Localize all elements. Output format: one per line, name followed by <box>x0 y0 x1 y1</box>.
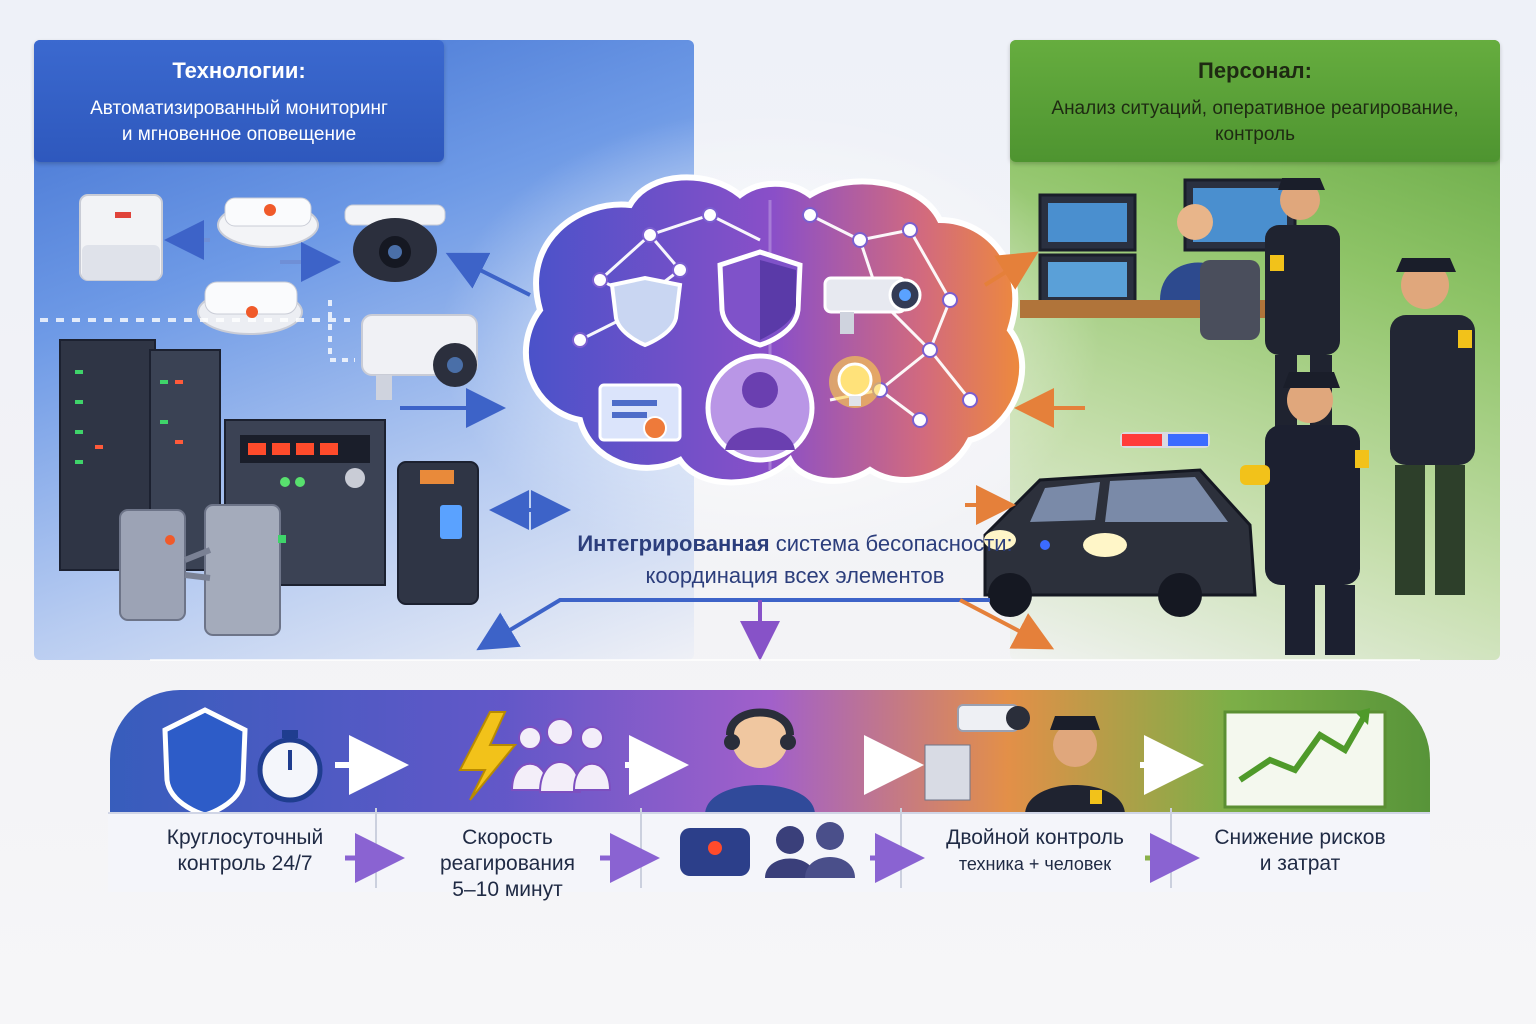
benefits-label-strip <box>108 812 1430 892</box>
patrol-car-icon <box>983 432 1257 617</box>
headset-operator-icon <box>705 708 815 815</box>
growth-chart-icon <box>1223 708 1387 809</box>
personnel-title: Персонал: <box>1198 58 1312 83</box>
guard-icon <box>1240 372 1369 655</box>
flow-arrows-right <box>965 251 1085 525</box>
bullet-camera-icon <box>823 276 922 334</box>
dome-camera-icon <box>344 204 446 282</box>
team-icon <box>510 718 612 793</box>
stopwatch-icon <box>257 730 323 803</box>
step-24-7-label: Круглосуточный контроль 24/7 <box>166 826 324 875</box>
step-dual-control-label: Двойной контроль техника + человек <box>946 826 1124 874</box>
center-caption: Интегрированная система бесопасности: ко… <box>577 531 1013 588</box>
technology-subtitle: Автоматизированный мониторинг и мгновенн… <box>90 98 388 145</box>
technology-header: Технологии: Автоматизированный мониторин… <box>34 40 444 162</box>
smoke-detector-icon <box>217 197 319 248</box>
lightbulb-icon <box>829 356 881 408</box>
personnel-subtitle: Анализ ситуаций, оперативное реагировани… <box>1051 98 1459 145</box>
lightning-icon <box>458 711 518 801</box>
step-response-speed-label: Скорость реагирования 5–10 минут <box>439 826 576 901</box>
step-risk-reduction-label: Снижение рисков и затрат <box>1214 826 1386 875</box>
access-terminal-icon <box>397 461 479 605</box>
document-icon <box>598 383 682 442</box>
flow-arrows-left <box>40 220 571 530</box>
bullet-camera-icon <box>924 704 1030 801</box>
step-operator-label <box>645 825 895 885</box>
distribution-arrows <box>150 598 1420 661</box>
personnel-header: Персонал: Анализ ситуаций, оперативное р… <box>1010 40 1500 162</box>
motion-sensor-icon <box>79 194 163 281</box>
guard-icon <box>1025 716 1125 815</box>
turnstile-icon <box>119 504 286 636</box>
bullet-camera-icon <box>361 314 478 400</box>
operator-icon <box>1160 204 1260 340</box>
alarm-team-icon <box>680 822 855 878</box>
technology-title: Технологии: <box>172 58 306 83</box>
smoke-detector-icon <box>197 281 303 335</box>
guard-icon <box>1390 258 1475 595</box>
person-icon <box>705 353 815 463</box>
